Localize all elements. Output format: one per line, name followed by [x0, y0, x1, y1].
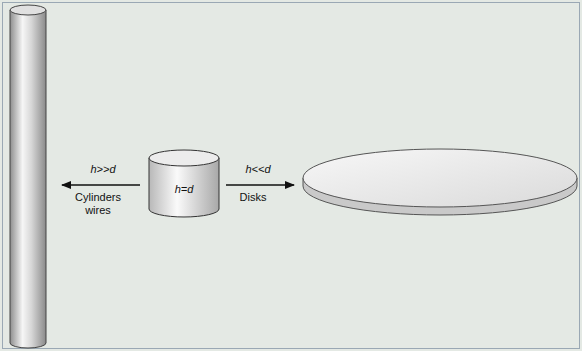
cylinder-body: [149, 158, 219, 217]
arrow-right: [226, 184, 294, 186]
disk-top: [303, 149, 577, 207]
wire-cylinder: [10, 10, 46, 348]
shape-label: h=d: [148, 183, 220, 195]
wire-cylinder-top: [10, 5, 46, 15]
cylinder-shape: h=d: [148, 149, 220, 219]
ratio-label: h<<d: [232, 163, 284, 176]
arrow-left: [62, 184, 140, 186]
ratio-label: h>>d: [75, 163, 131, 176]
cylinder-top: [149, 150, 219, 166]
category-label: Cylinders wires: [68, 191, 128, 217]
frame: [3, 3, 580, 349]
category-label: Disks: [227, 191, 279, 204]
